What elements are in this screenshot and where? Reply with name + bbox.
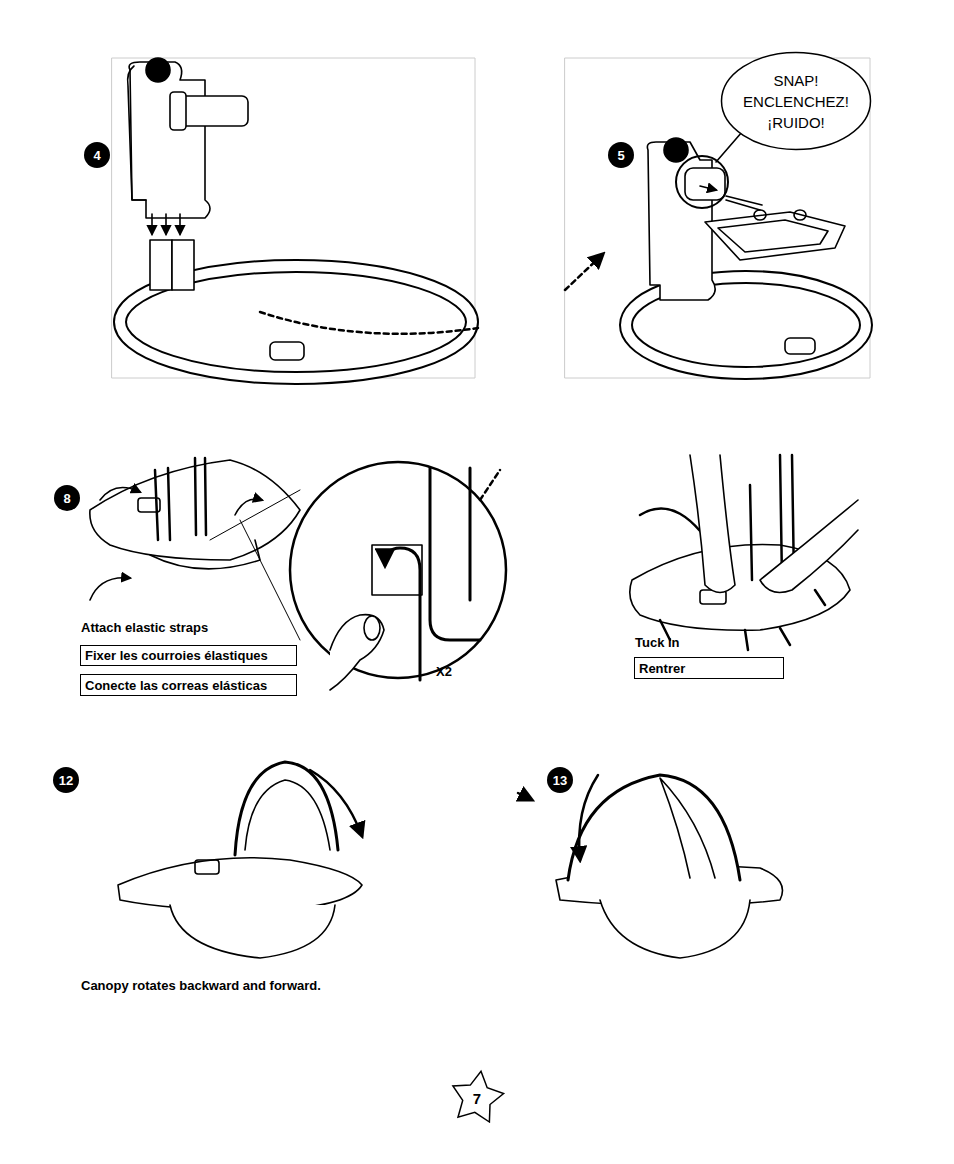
step-number: 12 bbox=[53, 767, 79, 793]
step-number: 5 bbox=[608, 142, 634, 168]
label-box: Fixer les courroies élastiques bbox=[80, 645, 297, 666]
node-text: Rentrer bbox=[639, 661, 685, 676]
node-text: Conecte las correas elásticas bbox=[85, 678, 267, 693]
caption-label: Attach elastic straps bbox=[81, 620, 208, 635]
node-text: 4 bbox=[93, 148, 100, 163]
node-text: 12 bbox=[59, 773, 73, 788]
step-number: 13 bbox=[547, 767, 573, 793]
step-number: 4 bbox=[84, 142, 110, 168]
node-text: SNAP! ENCLENCHEZ! ¡RUIDO! bbox=[741, 70, 851, 133]
caption-label: Tuck in bbox=[635, 635, 680, 650]
node-text: 5 bbox=[617, 148, 624, 163]
page-number-star: 7 bbox=[448, 1069, 506, 1127]
step-number: 8 bbox=[54, 485, 80, 511]
tuck-in-illustration bbox=[630, 455, 858, 650]
step13-illustration bbox=[518, 775, 783, 958]
label-box: Rentrer bbox=[634, 657, 784, 679]
caption-label: X2 bbox=[436, 664, 452, 679]
caption-label: Canopy rotates backward and forward. bbox=[81, 978, 321, 993]
step5-illustration bbox=[565, 58, 870, 378]
speech-bubble: SNAP! ENCLENCHEZ! ¡RUIDO! bbox=[720, 51, 872, 151]
label-box: Conecte las correas elásticas bbox=[80, 674, 297, 696]
node-text: 13 bbox=[553, 773, 567, 788]
step4-illustration bbox=[112, 58, 478, 378]
step12-illustration bbox=[118, 762, 362, 958]
node-text: 7 bbox=[473, 1090, 481, 1107]
node-text: 8 bbox=[63, 491, 70, 506]
node-text: Fixer les courroies élastiques bbox=[85, 648, 268, 663]
